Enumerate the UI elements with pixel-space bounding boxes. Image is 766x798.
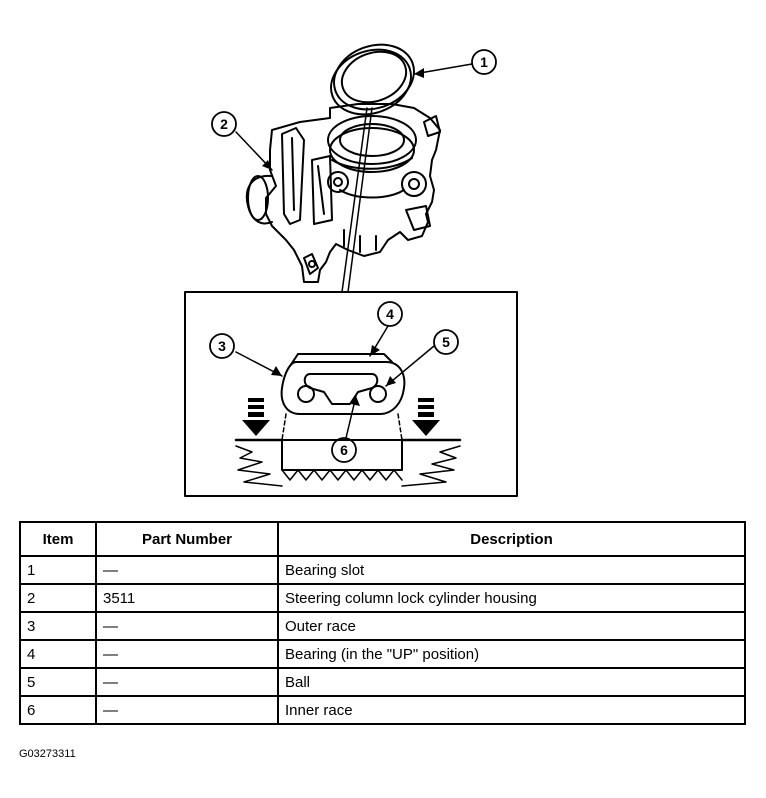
header-item: Item: [19, 521, 97, 557]
header-part-number: Part Number: [95, 521, 279, 557]
cell-description: Ball: [277, 667, 746, 697]
cell-description: Outer race: [277, 611, 746, 641]
callout-1-label: 1: [480, 54, 488, 70]
table-row: 1 — Bearing slot: [19, 555, 746, 585]
cell-part-number: —: [95, 695, 279, 725]
callout-2-label: 2: [220, 116, 228, 132]
cell-item: 3: [19, 611, 97, 641]
cell-description: Bearing slot: [277, 555, 746, 585]
cell-description: Steering column lock cylinder housing: [277, 583, 746, 613]
ball-left: [297, 385, 315, 403]
press-arrow-right-icon: [412, 398, 440, 436]
table-row: 3 — Outer race: [19, 611, 746, 641]
table-row: 4 — Bearing (in the "UP" position): [19, 639, 746, 669]
callout-3-label: 3: [218, 338, 226, 354]
bearing-slot-ring: [330, 43, 415, 116]
table-row: 6 — Inner race: [19, 695, 746, 725]
cell-part-number: —: [95, 639, 279, 669]
ball-right: [369, 385, 387, 403]
exploded-view-diagram: 1 2 3 4 5 6: [184, 43, 518, 497]
cell-part-number: —: [95, 555, 279, 585]
callout-circles: [209, 49, 497, 463]
cell-part-number: —: [95, 611, 279, 641]
table-row: 2 3511 Steering column lock cylinder hou…: [19, 583, 746, 613]
callout-5-label: 5: [442, 334, 450, 350]
detail-leader-line: [341, 107, 368, 293]
callout-5-leader: [385, 345, 435, 387]
cell-description: Bearing (in the "UP" position): [277, 639, 746, 669]
cell-part-number: —: [95, 667, 279, 697]
cell-item: 2: [19, 583, 97, 613]
cell-item: 6: [19, 695, 97, 725]
cell-item: 5: [19, 667, 97, 697]
callout-4-label: 4: [386, 306, 394, 322]
bearing-cross-section: [234, 353, 462, 487]
cell-part-number: 3511: [95, 583, 279, 613]
cell-item: 1: [19, 555, 97, 585]
table-header-row: Item Part Number Description: [19, 521, 746, 557]
cell-description: Inner race: [277, 695, 746, 725]
detail-inset-box: [184, 291, 518, 497]
lock-cylinder-housing: [245, 103, 441, 283]
callout-6-label: 6: [340, 442, 348, 458]
cell-item: 4: [19, 639, 97, 669]
figure-code: G03273311: [19, 748, 76, 760]
parts-table: Item Part Number Description 1 — Bearing…: [19, 521, 746, 725]
table-row: 5 — Ball: [19, 667, 746, 697]
press-arrow-left-icon: [242, 398, 270, 436]
header-description: Description: [277, 521, 746, 557]
